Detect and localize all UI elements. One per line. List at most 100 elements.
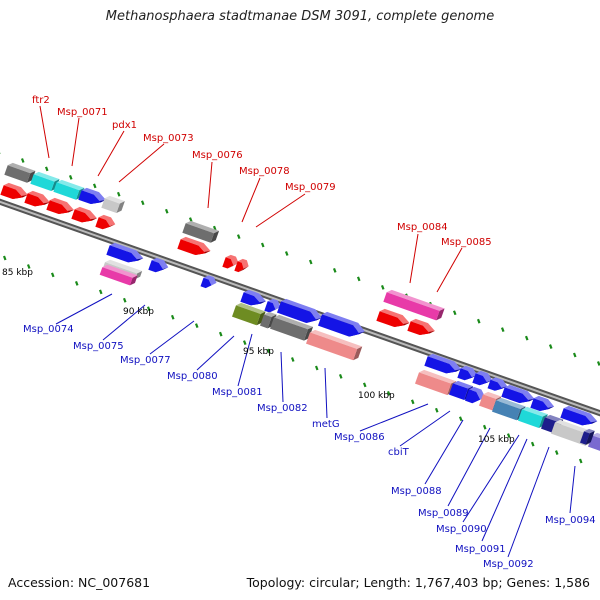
gene-msp-0074[interactable] [106, 242, 145, 267]
tick-mark [356, 276, 361, 282]
gene-label-msp-0073[interactable]: Msp_0073 [143, 133, 194, 144]
gene-label-msp-0086[interactable]: Msp_0086 [334, 432, 385, 443]
gene-label-msp-0091[interactable]: Msp_0091 [455, 544, 506, 555]
leader-msp-0089 [447, 427, 491, 507]
tick-marks [0, 152, 600, 464]
gene-msp-0089[interactable] [465, 386, 487, 407]
gene-msp-0076[interactable] [182, 220, 220, 245]
gene-label-msp-0074[interactable]: Msp_0074 [23, 324, 74, 335]
gene-msp-0085a[interactable] [376, 308, 411, 332]
gene-label-cbit[interactable]: cbiT [388, 447, 410, 458]
gene-label-msp-0077[interactable]: Msp_0077 [120, 355, 171, 366]
gene-label-pdx1[interactable]: pdx1 [112, 120, 137, 131]
gene-label-msp-0075[interactable]: Msp_0075 [73, 341, 124, 352]
gene-msp-0094c[interactable] [588, 432, 600, 454]
gene-label-msp-0082[interactable]: Msp_0082 [257, 403, 308, 414]
gene-msp-0085b[interactable] [407, 318, 436, 340]
leader-msp-0075 [102, 304, 146, 341]
gene-metg-a[interactable] [318, 311, 367, 341]
tick-mark [572, 352, 577, 358]
tick-mark [452, 310, 457, 316]
gene-label-ftr2[interactable]: ftr2 [32, 95, 50, 106]
gene-msp-0080[interactable] [240, 289, 267, 310]
scale-label-85kbp: 85 kbp [2, 268, 33, 278]
gene-fwd-a[interactable] [0, 182, 29, 204]
gene-label-msp-0088[interactable]: Msp_0088 [391, 486, 442, 497]
tick-mark [20, 158, 25, 163]
gene-label-msp-0081[interactable]: Msp_0081 [212, 387, 263, 398]
tick-mark [122, 297, 127, 303]
tick-mark [98, 289, 103, 295]
reverse-gene-labels: Msp_0074 Msp_0075 Msp_0077 Msp_0080 Msp_… [23, 324, 596, 570]
tick-mark [314, 365, 319, 371]
leader-msp-0081 [237, 333, 253, 387]
leader-msp-0094 [569, 465, 576, 514]
gene-msp-0086c[interactable] [472, 370, 494, 389]
tick-mark [530, 441, 535, 447]
gene-msp-0077b[interactable] [200, 274, 219, 291]
gene-label-metg[interactable]: metG [312, 419, 340, 430]
gene-label-msp-0078[interactable]: Msp_0078 [239, 166, 290, 177]
accession-text: Accession: NC_007681 [8, 575, 151, 590]
gene-msp-0076b[interactable] [177, 236, 212, 260]
gene-fwd-c[interactable] [46, 197, 75, 219]
gene-ftr2[interactable] [4, 162, 36, 185]
forward-gene-labels: ftr2 Msp_0071 pdx1 Msp_0073 Msp_0076 Msp… [32, 95, 492, 248]
gene-label-msp-0092[interactable]: Msp_0092 [483, 559, 534, 570]
tick-mark [524, 335, 529, 341]
tick-mark [500, 327, 505, 333]
gene-msp-0075[interactable] [99, 263, 138, 286]
gene-label-msp-0080[interactable]: Msp_0080 [167, 371, 218, 382]
tick-mark [74, 280, 79, 286]
tick-mark [458, 416, 463, 422]
gene-label-msp-0090[interactable]: Msp_0090 [436, 524, 487, 535]
tick-mark [260, 242, 265, 248]
leader-msp-0084 [409, 233, 419, 284]
leader-cbit [399, 410, 451, 447]
gene-msp-0081[interactable] [232, 302, 266, 327]
gene-msp-0082b[interactable] [277, 298, 324, 328]
tick-mark [284, 251, 289, 256]
gene-msp-0082[interactable] [270, 314, 314, 342]
gene-msp-0084[interactable] [383, 289, 445, 322]
gene-label-msp-0079[interactable]: Msp_0079 [285, 182, 336, 193]
tick-mark [476, 318, 481, 324]
gene-metg[interactable] [306, 329, 363, 362]
gene-fwd-e[interactable] [95, 214, 117, 233]
gene-label-msp-0085[interactable]: Msp_0085 [441, 237, 492, 248]
gene-msp-0094b[interactable] [560, 405, 599, 430]
gene-msp-0086[interactable] [424, 353, 463, 378]
tick-mark [482, 424, 487, 430]
gene-label-msp-0076[interactable]: Msp_0076 [192, 150, 243, 161]
gene-msp-0092b[interactable] [501, 384, 536, 408]
gene-pdx1[interactable] [78, 187, 107, 209]
gene-msp-0077[interactable] [148, 257, 170, 276]
tick-mark [434, 407, 439, 413]
gene-msp-0079[interactable] [234, 258, 250, 275]
gene-label-msp-0084[interactable]: Msp_0084 [397, 222, 448, 233]
gene-msp-0092c[interactable] [530, 395, 555, 416]
gene-fwd-d[interactable] [71, 206, 98, 227]
scale-label-90kbp: 90 kbp [123, 307, 154, 317]
gene-fwd-b[interactable] [24, 190, 51, 211]
leader-metg [324, 367, 328, 419]
gene-msp-0078[interactable] [222, 254, 240, 272]
gene-msp-0086d[interactable] [487, 376, 509, 394]
gene-label-msp-0089[interactable]: Msp_0089 [418, 508, 469, 519]
tick-mark [218, 331, 223, 337]
tick-mark [188, 217, 193, 223]
leader-msp-0077 [149, 320, 195, 355]
gene-msp-0086b[interactable] [457, 365, 479, 384]
gene-label-msp-0071[interactable]: Msp_0071 [57, 107, 108, 118]
tick-mark [164, 208, 169, 214]
gene-label-msp-0094[interactable]: Msp_0094 [545, 515, 596, 526]
tick-mark [242, 340, 247, 345]
tick-mark [380, 284, 385, 290]
tick-mark [308, 259, 313, 265]
tick-mark [236, 234, 241, 239]
gene-msp-0094d[interactable] [580, 428, 595, 446]
leader-msp-0073 [118, 143, 165, 183]
gene-msp-0073[interactable] [101, 195, 125, 215]
tick-mark [92, 183, 97, 189]
gene-msp-0080b[interactable] [264, 298, 282, 316]
